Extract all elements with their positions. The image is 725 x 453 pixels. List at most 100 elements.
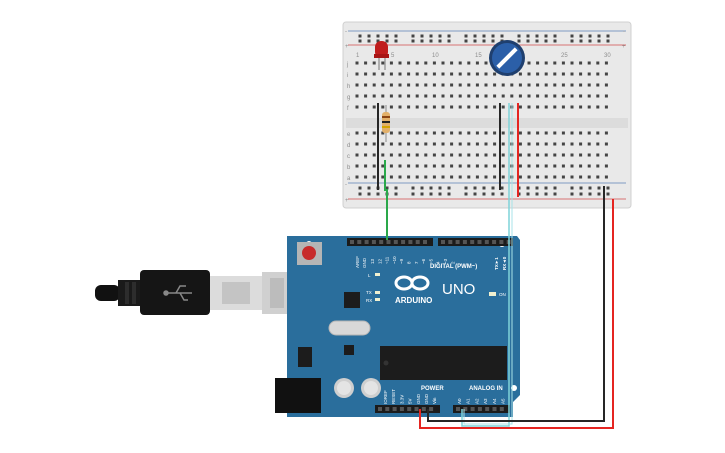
header-pin[interactable] — [462, 240, 467, 244]
usb-cable-icon[interactable] — [95, 270, 290, 315]
bb-rail-hole — [376, 34, 380, 38]
bb-hole — [467, 94, 471, 98]
bb-hole — [570, 142, 574, 146]
header-pin[interactable] — [393, 240, 398, 244]
header-pin[interactable] — [477, 240, 482, 244]
bb-hole — [596, 142, 600, 146]
header-pin[interactable] — [378, 407, 382, 411]
bb-hole — [579, 72, 583, 76]
header-pin[interactable] — [364, 240, 369, 244]
bb-hole — [389, 153, 393, 157]
header-pin[interactable] — [492, 240, 497, 244]
header-pin[interactable] — [350, 240, 354, 244]
bb-hole — [536, 164, 540, 168]
header-pin[interactable] — [470, 407, 475, 411]
bb-hole — [604, 142, 608, 146]
header-pin[interactable] — [448, 240, 453, 244]
bb-rail-hole — [358, 34, 362, 38]
bb-rail-hole — [526, 39, 530, 43]
header-pin[interactable] — [499, 407, 504, 411]
bb-hole — [518, 72, 522, 76]
header-pin[interactable] — [371, 240, 376, 244]
wire-green-d13[interactable] — [384, 160, 388, 240]
header-pin[interactable] — [408, 240, 413, 244]
wire-black-gnd[interactable] — [427, 186, 605, 422]
bb-rail-hole — [420, 186, 424, 190]
header-pin[interactable] — [463, 407, 468, 411]
atmega-chip — [380, 346, 507, 380]
breadboard[interactable]: - + - + - + 1 5 10 15 20 25 30 j i h g f… — [342, 21, 632, 209]
bb-rail-hole — [429, 34, 433, 38]
header-pin[interactable] — [455, 240, 460, 244]
bb-hole — [389, 175, 393, 179]
header-pin[interactable] — [357, 240, 362, 244]
bb-hole — [407, 83, 411, 87]
header-pin[interactable] — [401, 240, 406, 244]
header-pin[interactable] — [407, 407, 412, 411]
header-pin[interactable] — [415, 240, 420, 244]
header-pin[interactable] — [470, 240, 475, 244]
bb-hole — [467, 61, 471, 65]
bb-hole — [553, 153, 557, 157]
bb-hole — [450, 72, 454, 76]
header-pin[interactable] — [386, 240, 391, 244]
svg-text:d: d — [347, 143, 350, 149]
bb-hole — [467, 131, 471, 135]
header-pin[interactable] — [385, 407, 390, 411]
bb-hole — [553, 175, 557, 179]
bb-rail-hole — [544, 192, 548, 196]
header-pin[interactable] — [392, 407, 397, 411]
bb-hole — [441, 175, 445, 179]
bb-hole — [364, 83, 368, 87]
led-icon[interactable] — [374, 41, 389, 70]
header-pin[interactable] — [484, 240, 489, 244]
header-pin[interactable] — [414, 407, 419, 411]
bb-hole — [450, 142, 454, 146]
power-pin-label-6: Vin — [432, 397, 437, 404]
digital-pin-label-4: ~9 — [399, 258, 404, 264]
bb-hole — [484, 105, 488, 109]
bottom-pin-headers[interactable] — [375, 405, 510, 413]
bb-rail-hole — [394, 34, 398, 38]
reset-button[interactable] — [297, 242, 322, 265]
header-pin[interactable] — [441, 240, 445, 244]
wire-red-5v[interactable] — [419, 199, 614, 429]
bb-hole — [389, 142, 393, 146]
header-pin[interactable] — [499, 240, 504, 244]
digital-pin-header[interactable] — [347, 238, 513, 246]
bb-hole — [518, 175, 522, 179]
header-pin[interactable] — [379, 240, 384, 244]
header-pin[interactable] — [492, 407, 497, 411]
analog-pin-label-3: A3 — [483, 398, 488, 404]
header-pin[interactable] — [423, 240, 427, 244]
bb-hole — [458, 131, 462, 135]
bb-hole — [501, 105, 505, 109]
header-pin[interactable] — [477, 407, 482, 411]
bb-hole — [501, 153, 505, 157]
header-pin[interactable] — [485, 407, 490, 411]
potentiometer-icon[interactable] — [489, 40, 525, 76]
bb-hole — [475, 83, 479, 87]
bb-hole — [570, 164, 574, 168]
bb-hole — [450, 164, 454, 168]
resistor-icon[interactable] — [382, 105, 390, 142]
header-pin[interactable] — [399, 407, 404, 411]
bb-hole — [441, 72, 445, 76]
bb-hole — [475, 131, 479, 135]
bb-rail-hole — [394, 186, 398, 190]
wire-cyan-a0-b[interactable] — [463, 103, 513, 425]
bb-hole — [596, 83, 600, 87]
bb-hole — [381, 142, 385, 146]
bb-hole — [372, 175, 376, 179]
wire-cyan-a0[interactable] — [461, 103, 510, 427]
header-pin[interactable] — [421, 407, 426, 411]
header-pin[interactable] — [456, 407, 460, 411]
header-pin[interactable] — [429, 407, 434, 411]
bb-rail-hole — [588, 192, 592, 196]
bb-hole — [389, 83, 393, 87]
bb-hole — [355, 72, 359, 76]
bb-hole — [561, 83, 565, 87]
bb-hole — [381, 131, 385, 135]
